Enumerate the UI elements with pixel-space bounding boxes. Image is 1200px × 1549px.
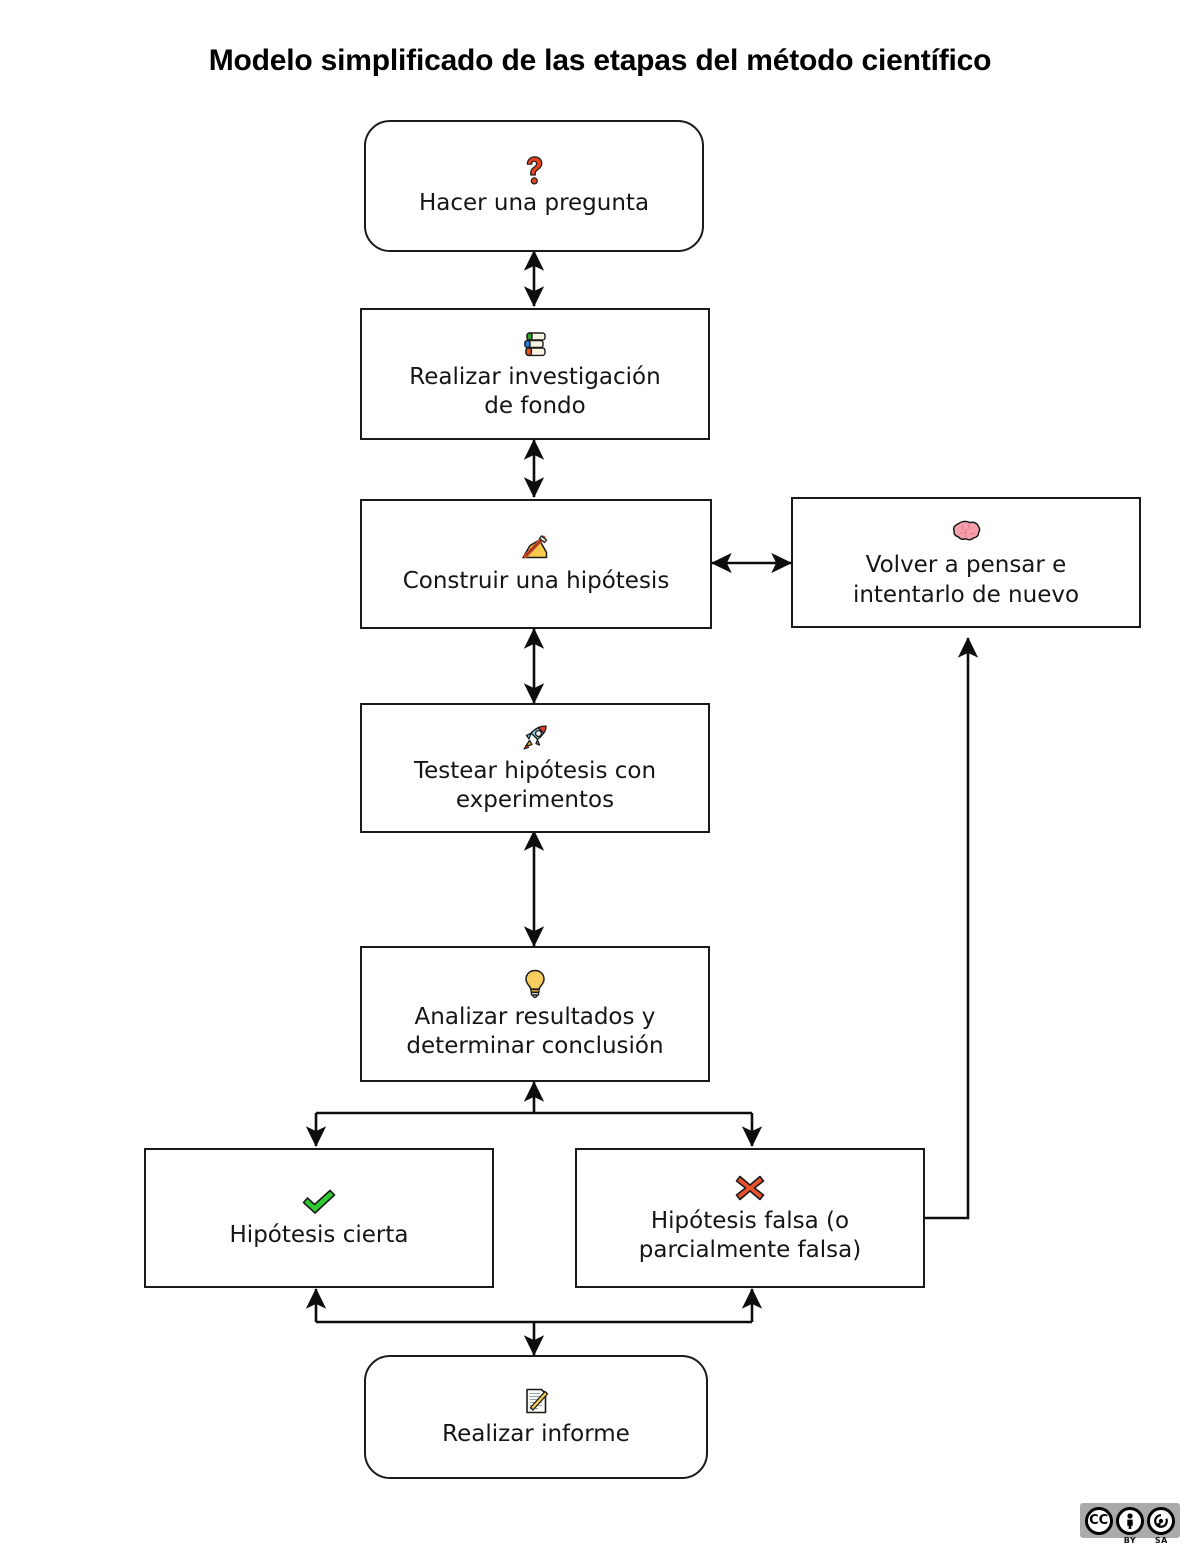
cc-by-sa-badge[interactable]: CC BY SA bbox=[1080, 1503, 1180, 1544]
cc-label: CC bbox=[1089, 1513, 1109, 1528]
node-label: Volver a pensar e intentarlo de nuevo bbox=[852, 552, 1080, 608]
question-mark-icon bbox=[519, 153, 549, 187]
node-label: Realizar informe bbox=[442, 1421, 630, 1448]
person-glyph bbox=[1127, 1512, 1133, 1529]
brain-icon bbox=[949, 515, 983, 549]
rocket-icon bbox=[519, 721, 551, 755]
check-mark-icon bbox=[300, 1185, 338, 1219]
sa-icon: SA bbox=[1147, 1506, 1176, 1544]
lightbulb-icon bbox=[522, 967, 548, 1001]
node-background-research[interactable]: Realizar investigación de fondo bbox=[360, 308, 710, 440]
sa-label: SA bbox=[1154, 1535, 1168, 1545]
node-label: Analizar resultados y determinar conclus… bbox=[406, 1003, 664, 1059]
node-label: Hipótesis falsa (o parcialmente falsa) bbox=[638, 1207, 862, 1263]
cc-icon: CC bbox=[1084, 1506, 1113, 1535]
by-icon: BY bbox=[1115, 1506, 1144, 1544]
node-write-report[interactable]: Realizar informe bbox=[364, 1355, 708, 1479]
node-ask-question[interactable]: Hacer una pregunta bbox=[364, 120, 704, 252]
by-label: BY bbox=[1123, 1535, 1137, 1545]
node-hypothesis-false[interactable]: Hipótesis falsa (o parcialmente falsa) bbox=[575, 1148, 925, 1288]
edge-false-to-rethink bbox=[923, 636, 979, 1220]
node-label: Construir una hipótesis bbox=[402, 568, 670, 595]
node-label: Realizar investigación de fondo bbox=[409, 363, 661, 419]
node-analyze-results[interactable]: Analizar resultados y determinar conclus… bbox=[360, 946, 710, 1082]
node-label: Hipótesis cierta bbox=[229, 1222, 409, 1249]
memo-icon bbox=[521, 1384, 551, 1418]
node-label: Testear hipótesis con experimentos bbox=[413, 757, 657, 813]
page-title: Modelo simplificado de las etapas del mé… bbox=[208, 44, 992, 77]
node-label: Hacer una pregunta bbox=[418, 190, 650, 217]
books-icon bbox=[519, 327, 551, 361]
node-hypothesis-true[interactable]: Hipótesis cierta bbox=[144, 1148, 494, 1288]
share-alike-glyph bbox=[1154, 1513, 1169, 1528]
cross-mark-icon bbox=[734, 1171, 766, 1205]
writing-hand-icon bbox=[519, 531, 553, 565]
node-rethink[interactable]: Volver a pensar e intentarlo de nuevo bbox=[791, 497, 1141, 628]
node-test-hypothesis[interactable]: Testear hipótesis con experimentos bbox=[360, 703, 710, 833]
node-build-hypothesis[interactable]: Construir una hipótesis bbox=[360, 499, 712, 629]
